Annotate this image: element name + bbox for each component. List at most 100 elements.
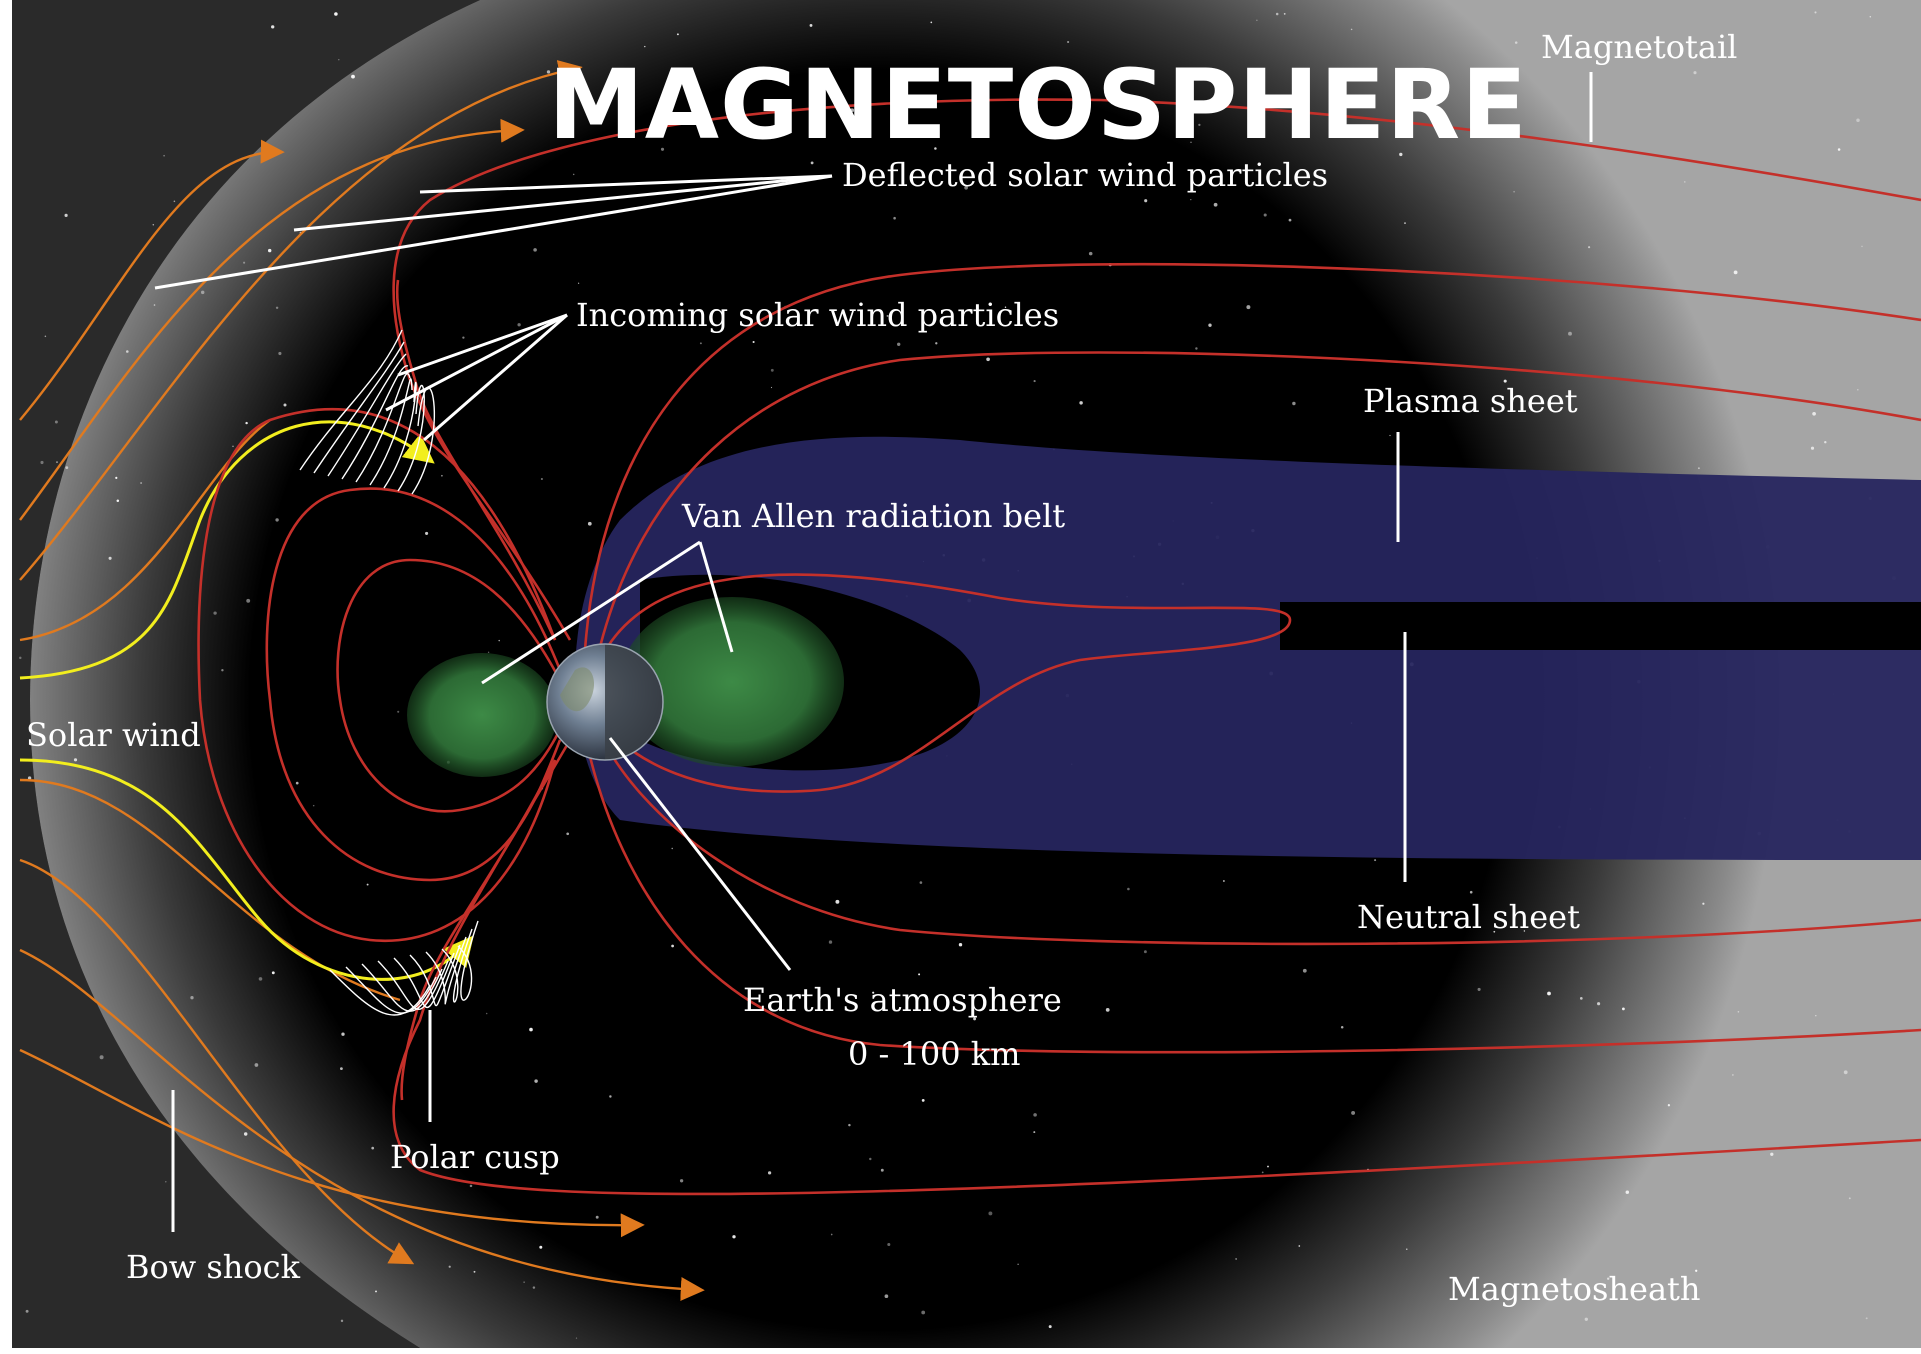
star [1351, 1110, 1356, 1115]
star [1514, 41, 1518, 44]
star [351, 74, 355, 79]
star [770, 386, 773, 389]
magnetotail-label: Magnetotail [1541, 28, 1737, 66]
star [1088, 251, 1093, 256]
star [919, 881, 923, 884]
star [934, 147, 937, 150]
cusp-particle-line-top [383, 382, 417, 489]
star [886, 314, 889, 317]
plasma-sheet-label: Plasma sheet [1363, 382, 1578, 420]
star [469, 1184, 473, 1188]
star [1865, 1317, 1868, 1320]
star [27, 776, 32, 780]
star [1848, 1197, 1851, 1200]
neutral-sheet-band [1280, 602, 1921, 650]
solar-wind-label: Solar wind [26, 716, 201, 754]
star [831, 98, 834, 101]
star [338, 58, 340, 61]
star [1869, 16, 1872, 18]
star [1856, 118, 1860, 123]
star [1737, 1011, 1740, 1013]
star [462, 336, 465, 339]
star [767, 1171, 772, 1175]
star [679, 1179, 684, 1183]
star [532, 1286, 536, 1289]
star [572, 173, 575, 176]
star [732, 1235, 736, 1239]
star [897, 342, 901, 346]
star [243, 261, 246, 264]
radiation-belt-left [407, 653, 557, 777]
star [283, 403, 287, 407]
cusp-particle-line-top [355, 373, 411, 483]
star [1033, 1113, 1037, 1117]
star [295, 781, 299, 785]
solar-wind-highlight-lines [19, 420, 474, 981]
star [810, 161, 814, 165]
atmosphere-range-label: 0 - 100 km [848, 1035, 1021, 1073]
star [676, 33, 679, 36]
star [517, 323, 521, 327]
star [54, 420, 58, 424]
star [1695, 1269, 1698, 1272]
star [1256, 19, 1258, 21]
star [485, 1012, 488, 1015]
star [577, 282, 580, 284]
star [1048, 1325, 1052, 1329]
magnetosheath-label: Magnetosheath [1448, 1270, 1701, 1308]
star [1143, 950, 1147, 954]
star [115, 476, 118, 479]
cusp-particle-line-bottom [425, 936, 467, 1005]
star [1399, 152, 1403, 157]
star [1693, 71, 1697, 75]
star [1298, 1245, 1301, 1247]
star [660, 147, 665, 151]
star [1389, 434, 1391, 437]
star [1513, 190, 1515, 193]
neutral-sheet-label: Neutral sheet [1357, 898, 1580, 936]
star [245, 421, 248, 425]
star [1732, 1074, 1734, 1076]
star [575, 1337, 578, 1339]
star [809, 23, 813, 27]
star [232, 445, 234, 448]
star [973, 1017, 977, 1021]
star [108, 556, 112, 560]
star [163, 154, 165, 157]
star [99, 1055, 104, 1060]
star [341, 1032, 345, 1036]
star [312, 804, 315, 807]
star [880, 1168, 884, 1172]
atmosphere-label: Earth's atmosphere [743, 981, 1062, 1019]
cusp-particle-line-bottom [409, 944, 461, 1007]
star [268, 248, 272, 253]
star [371, 1146, 375, 1150]
star [271, 971, 275, 975]
star [1292, 401, 1296, 406]
star [1607, 1277, 1610, 1280]
solar-wind-flow-lines [19, 60, 705, 1302]
cusp-particle-line-top [299, 329, 403, 471]
star [1235, 1258, 1237, 1260]
star [1469, 890, 1473, 894]
star [275, 306, 279, 310]
star [1770, 1152, 1774, 1156]
star [921, 1310, 926, 1315]
star [887, 1242, 891, 1247]
star [1861, 245, 1863, 248]
star [872, 991, 875, 994]
star [126, 350, 129, 353]
star [699, 342, 702, 345]
star [1033, 380, 1036, 383]
star [425, 531, 429, 535]
star [275, 518, 279, 522]
star [884, 1294, 889, 1299]
star [533, 248, 537, 252]
star [1622, 1007, 1625, 1011]
star [1404, 222, 1406, 224]
radiation-belt-right [620, 597, 844, 767]
star [1374, 859, 1377, 862]
star [498, 639, 500, 642]
star [19, 656, 22, 660]
cusp-particle-line-bottom [441, 928, 473, 1003]
